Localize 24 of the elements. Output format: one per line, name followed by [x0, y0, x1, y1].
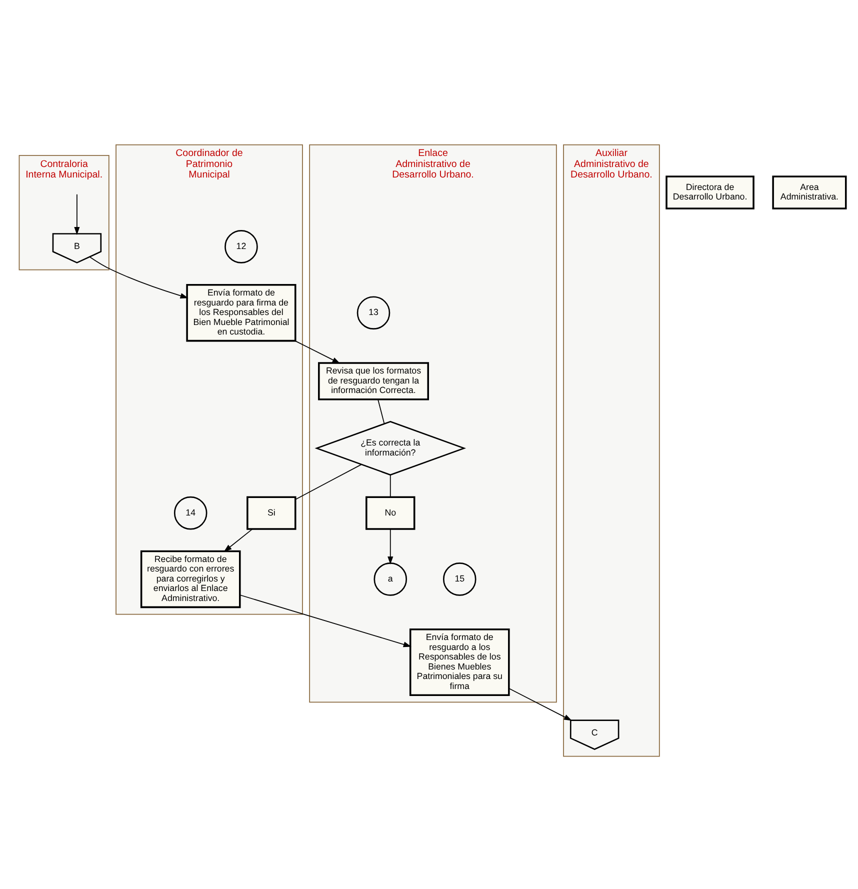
node-circle: 12	[224, 230, 258, 264]
arrow	[89, 256, 188, 298]
node-circle: 15	[442, 562, 476, 596]
node-box: No	[366, 496, 416, 530]
arrow	[224, 528, 253, 552]
node-circle: a	[374, 562, 408, 596]
arrow	[294, 340, 340, 364]
node-box: Revisa que los formatos de resguardo tengan la información Correcta.	[318, 362, 429, 400]
node-circle: 13	[356, 296, 390, 330]
connector	[378, 399, 385, 424]
node-box: Envía formato de resguardo para firma de los Responsables del Bien Mueble Patrimonial en custodia.	[186, 284, 296, 342]
node-diamond: ¿Es correcta la información?	[314, 420, 466, 476]
arrow	[74, 194, 80, 235]
node-box: Recibe formato de resguardo con errores para corregirlos y enviarlos al Enlace Administrativo.	[140, 550, 241, 608]
node-box: Si	[246, 496, 296, 530]
connector	[294, 464, 362, 500]
node-circle: 14	[174, 496, 208, 530]
arrow	[388, 528, 394, 565]
arrow	[240, 594, 412, 648]
node-box: Envía formato de resguardo a los Responsables de los Bienes Muebles Patrimoniales para su firma	[409, 628, 510, 696]
connector	[390, 474, 391, 498]
arrow	[508, 688, 572, 721]
node-box: Directora de Desarrollo Urbano.	[666, 176, 754, 210]
node-box: Area Administrativa.	[772, 176, 847, 210]
